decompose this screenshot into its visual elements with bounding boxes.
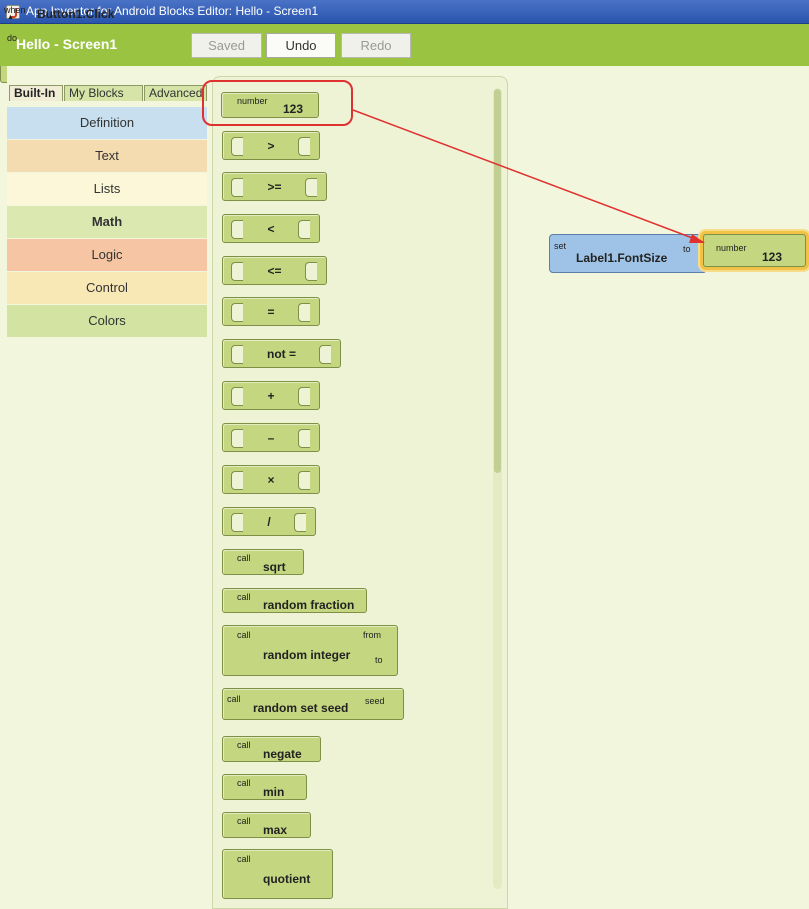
set-caption: set: [554, 241, 567, 251]
blocks-workspace[interactable]: [512, 66, 809, 909]
do-caption: do: [7, 33, 18, 43]
operator-label: –: [267, 431, 275, 445]
call-caption: call: [237, 553, 251, 563]
number-block-value: 123: [283, 102, 304, 116]
set-label1-fontsize-block[interactable]: set Label1.FontSize to: [549, 234, 707, 273]
palette-scrollbar-thumb[interactable]: [494, 89, 501, 473]
sqrt-block[interactable]: call sqrt: [222, 549, 304, 575]
number-block[interactable]: number 123: [221, 92, 319, 118]
drawer-tabs: Built-In My Blocks Advanced: [7, 85, 207, 101]
not-equal-block[interactable]: not =: [222, 339, 341, 368]
category-colors[interactable]: Colors: [7, 305, 207, 337]
param-to-label: to: [375, 655, 383, 665]
max-block[interactable]: call max: [222, 812, 311, 838]
number-value: 123: [762, 250, 783, 264]
category-math[interactable]: Math: [7, 206, 207, 238]
number-block-callout: [202, 80, 353, 126]
divide-block[interactable]: /: [222, 507, 316, 536]
call-caption: call: [237, 630, 251, 640]
less-than-block[interactable]: <: [222, 214, 320, 243]
operator-label: >=: [267, 180, 282, 194]
quotient-label: quotient: [263, 872, 311, 886]
number-block-caption: number: [237, 96, 268, 106]
multiply-block[interactable]: ×: [222, 465, 320, 494]
collapse-arrow-icon[interactable]: ▲: [7, 14, 14, 21]
call-caption: call: [237, 854, 251, 864]
call-caption: call: [237, 778, 251, 788]
operator-label: <: [267, 222, 275, 236]
operator-label: ×: [267, 473, 275, 487]
greater-equal-block[interactable]: >=: [222, 172, 327, 201]
palette-scrollbar[interactable]: [493, 88, 502, 889]
random-integer-label: random integer: [263, 648, 351, 662]
negate-label: negate: [263, 747, 302, 761]
tab-my-blocks[interactable]: My Blocks: [64, 85, 143, 101]
category-definition[interactable]: Definition: [7, 107, 207, 139]
call-caption: call: [237, 740, 251, 750]
call-caption: call: [237, 592, 251, 602]
random-fraction-block[interactable]: call random fraction: [222, 588, 367, 613]
random-fraction-label: random fraction: [263, 598, 355, 612]
redo-button[interactable]: Redo: [341, 33, 411, 58]
call-caption: call: [227, 694, 241, 704]
window-title-bar: App Inventor for Android Blocks Editor: …: [0, 0, 809, 24]
workspace-number-block[interactable]: number 123: [703, 234, 806, 267]
java-app-icon: [6, 5, 20, 19]
category-lists[interactable]: Lists: [7, 173, 207, 205]
drawer-panel: Built-In My Blocks Advanced Definition T…: [7, 66, 207, 909]
to-caption: to: [683, 244, 691, 254]
min-label: min: [263, 785, 285, 799]
equal-block[interactable]: =: [222, 297, 320, 326]
random-set-seed-block[interactable]: call random set seed seed: [222, 688, 404, 720]
setter-property-label: Label1.FontSize: [576, 251, 668, 265]
number-caption: number: [716, 243, 747, 253]
category-logic[interactable]: Logic: [7, 239, 207, 271]
category-list: Definition Text Lists Math Logic Control…: [7, 107, 207, 338]
param-seed-label: seed: [365, 696, 385, 706]
window-title: App Inventor for Android Blocks Editor: …: [26, 4, 319, 18]
random-integer-block[interactable]: call random integer from to: [222, 625, 398, 676]
editor-header: Hello - Screen1 Saved Undo Redo: [0, 24, 809, 66]
min-block[interactable]: call min: [222, 774, 307, 800]
category-control[interactable]: Control: [7, 272, 207, 304]
event-name-label: Button1.Click: [37, 7, 115, 21]
operator-label: not =: [267, 347, 296, 361]
negate-block[interactable]: call negate: [222, 736, 321, 762]
operator-label: >: [267, 139, 275, 153]
less-equal-block[interactable]: <=: [222, 256, 327, 285]
sqrt-label: sqrt: [263, 560, 286, 574]
param-from-label: from: [363, 630, 381, 640]
operator-label: <=: [267, 264, 282, 278]
operator-label: =: [267, 305, 275, 319]
add-block[interactable]: +: [222, 381, 320, 410]
call-caption: call: [237, 816, 251, 826]
operator-label: /: [267, 515, 271, 529]
greater-than-block[interactable]: >: [222, 131, 320, 160]
screen-title: Hello - Screen1: [16, 36, 118, 52]
subtract-block[interactable]: –: [222, 423, 320, 452]
undo-button[interactable]: Undo: [266, 33, 336, 58]
category-text[interactable]: Text: [7, 140, 207, 172]
max-label: max: [263, 823, 288, 837]
when-caption: when: [4, 5, 26, 15]
quotient-block[interactable]: call quotient: [222, 849, 333, 899]
tab-advanced[interactable]: Advanced: [144, 85, 207, 101]
tab-built-in[interactable]: Built-In: [9, 85, 63, 101]
operator-label: +: [267, 389, 275, 403]
saved-button[interactable]: Saved: [191, 33, 262, 58]
random-set-seed-label: random set seed: [253, 701, 349, 715]
